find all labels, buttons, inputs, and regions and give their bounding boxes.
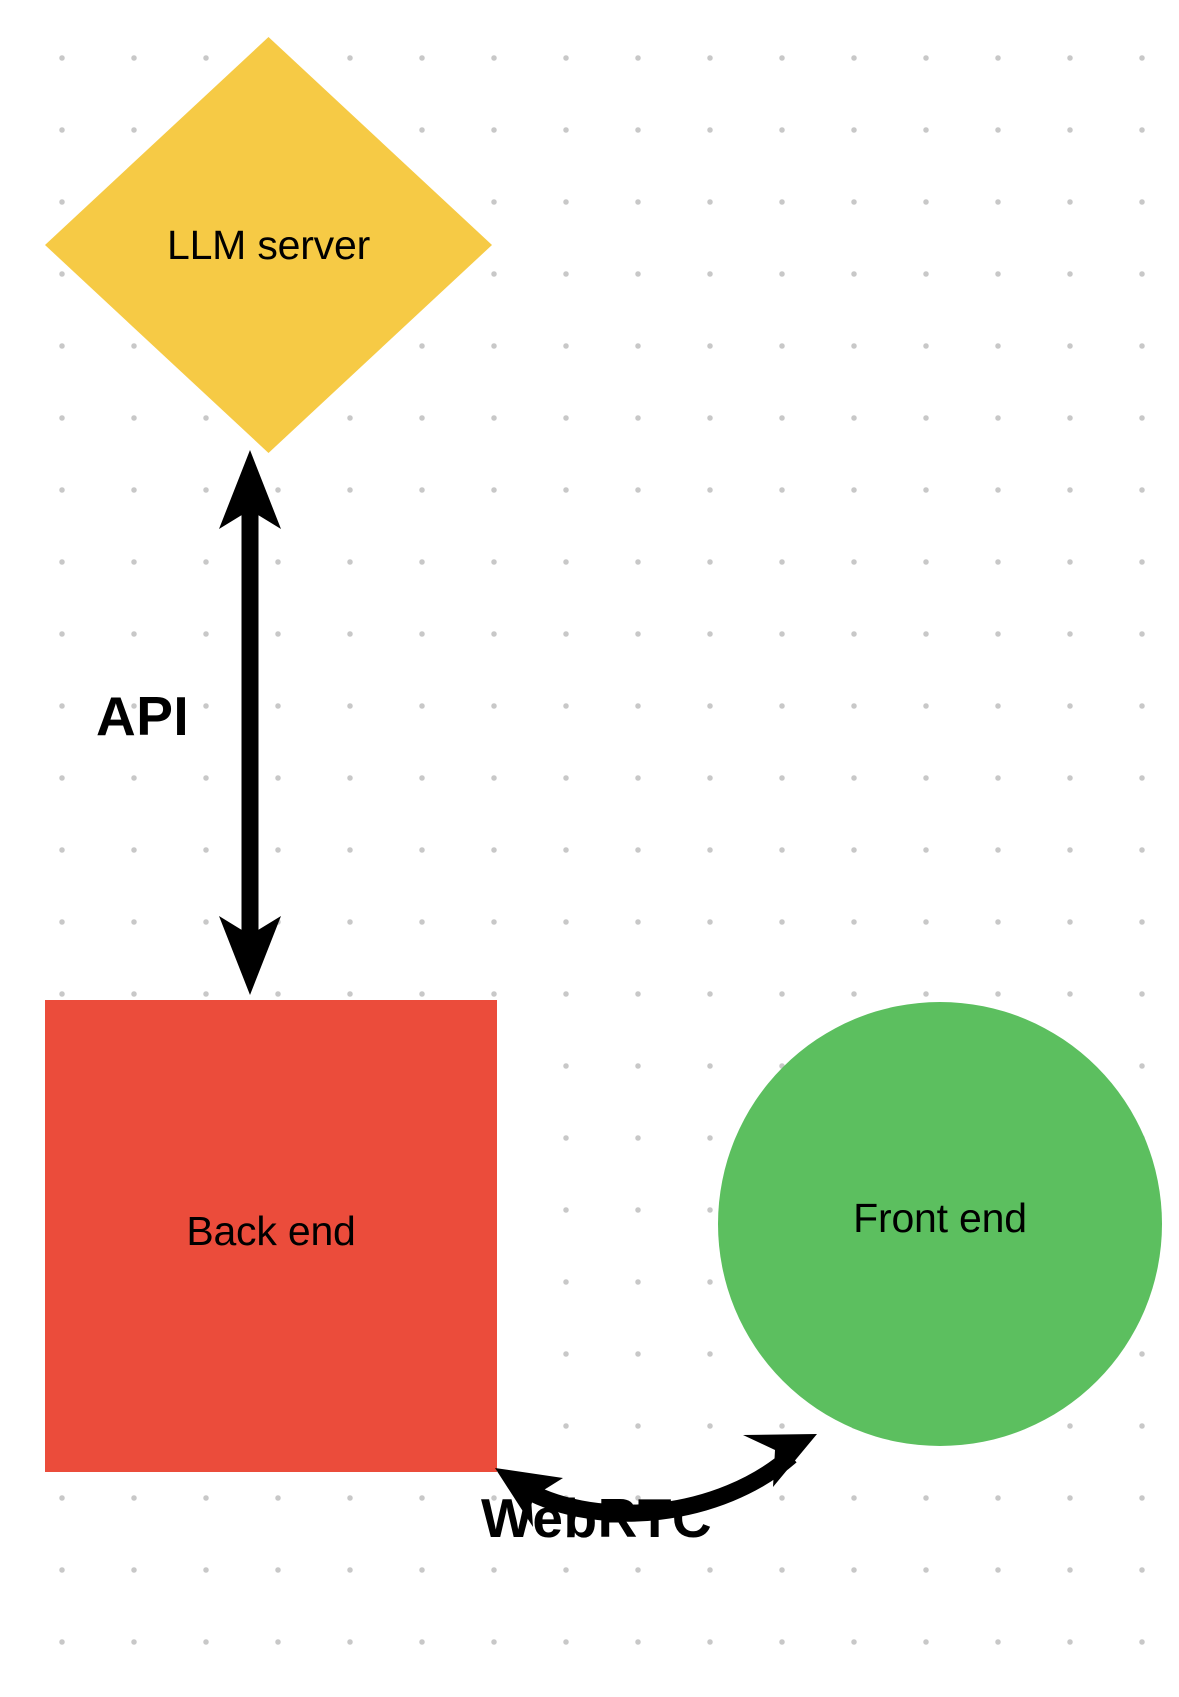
- edge-label-api: API: [96, 685, 190, 747]
- node-back-end-label: Back end: [186, 1207, 356, 1254]
- node-llm-server-label: LLM server: [166, 221, 371, 268]
- node-front-end-label: Front end: [853, 1194, 1027, 1241]
- node-front-end[interactable]: Front end: [718, 1002, 1162, 1446]
- node-llm-server[interactable]: LLM server: [45, 37, 492, 453]
- edge-label-webrtc: WebRTC: [481, 1487, 713, 1549]
- node-back-end[interactable]: Back end: [45, 1000, 497, 1472]
